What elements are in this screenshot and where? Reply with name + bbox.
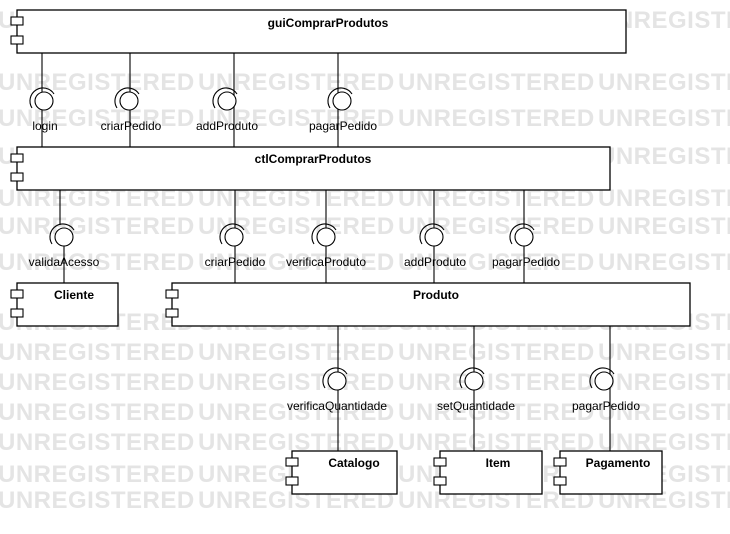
component-gui-name: guiComprarProdutos [268, 16, 389, 30]
interface-ball-validaacesso [54, 227, 74, 247]
component-cliente-name: Cliente [54, 288, 94, 302]
component-item[interactable]: Item [433, 450, 543, 495]
interface-balls [34, 91, 614, 391]
watermark-text: UNREGISTERED [598, 339, 730, 366]
component-pagamento-name: Pagamento [586, 456, 651, 470]
label-addproduto-ctl: addProduto [404, 255, 466, 269]
watermark-text: UNREGISTERED [0, 429, 195, 456]
label-verificaquantidade: verificaQuantidade [287, 399, 387, 413]
component-cliente[interactable]: Cliente [10, 282, 119, 327]
watermark-text: UNREGISTERED [598, 69, 730, 96]
watermark-text: UNREGISTERED [198, 399, 395, 426]
component-pagamento[interactable]: Pagamento [553, 450, 663, 495]
component-produto-name: Produto [413, 288, 459, 302]
watermark-text: UNREGISTERED [398, 369, 595, 396]
watermark-text: UNREGISTERED [398, 399, 595, 426]
watermark-text: UNREGISTERED [598, 369, 730, 396]
interface-ball-pagarpedido-prod [594, 371, 614, 391]
label-login: login [32, 119, 57, 133]
watermark-text: UNREGISTERED [598, 105, 730, 132]
watermark-text: UNREGISTERED [0, 369, 195, 396]
watermark-text: UNREGISTERED [0, 69, 195, 96]
watermark-text: UNREGISTERED [598, 249, 730, 276]
interface-ball-addproduto [217, 91, 237, 111]
watermark-text: UNREGISTERED [598, 213, 730, 240]
watermark-text: UNREGISTERED [398, 105, 595, 132]
watermark-text: UNREGISTERED [198, 249, 395, 276]
interface-ball-pagarpedido [332, 91, 352, 111]
watermark-text: UNREGISTERED [0, 105, 195, 132]
component-gui[interactable]: guiComprarProdutos [10, 9, 627, 54]
component-catalogo-name: Catalogo [328, 456, 379, 470]
interface-ball-criarpedido [119, 91, 139, 111]
watermark-text: UNREGISTERED [398, 339, 595, 366]
watermark-text: UNREGISTERED [0, 339, 195, 366]
watermark-text: UNREGISTERED [0, 249, 195, 276]
watermark-text: UNREGISTERED [198, 69, 395, 96]
label-verificaproduto: verificaProduto [286, 255, 366, 269]
watermark-text: UNREGISTERED [0, 461, 195, 488]
interface-ball-pagarpedido-ctl [514, 227, 534, 247]
component-item-name: Item [486, 456, 511, 470]
label-setquantidade: setQuantidade [437, 399, 515, 413]
component-catalogo[interactable]: Catalogo [285, 450, 398, 495]
label-pagarpedido-prod: pagarPedido [572, 399, 640, 413]
interface-ball-verificaproduto [316, 227, 336, 247]
label-validaacesso: validaAcesso [29, 255, 100, 269]
label-criarpedido: criarPedido [101, 119, 162, 133]
component-ctl-name: ctlComprarProdutos [255, 152, 372, 166]
watermark-text: UNREGISTERED [0, 487, 195, 514]
label-pagarpedido-ctl: pagarPedido [492, 255, 560, 269]
component-ctl[interactable]: ctlComprarProdutos [10, 146, 611, 191]
interface-ball-setquantidade [464, 371, 484, 391]
watermark-text: UNREGISTERED [598, 185, 730, 212]
watermark-text: UNREGISTERED [198, 369, 395, 396]
interface-ball-verificaquantidade [327, 371, 347, 391]
component-produto[interactable]: Produto [165, 282, 691, 327]
watermark-text: UNREGISTERED [198, 339, 395, 366]
interface-sockets [29, 87, 615, 389]
interface-ball-login [34, 91, 54, 111]
watermark-text: UNREGISTERED [398, 69, 595, 96]
watermark-text: UNREGISTERED [598, 143, 730, 170]
watermark-text: UNREGISTERED [0, 399, 195, 426]
watermark-text: UNREGISTERED [0, 213, 195, 240]
label-criarpedido-ctl: criarPedido [205, 255, 266, 269]
label-pagarpedido: pagarPedido [309, 119, 377, 133]
label-addproduto: addProduto [196, 119, 258, 133]
watermark-text: UNREGISTERED [398, 249, 595, 276]
interface-labels: login criarPedido addProduto pagarPedido… [29, 119, 641, 413]
interface-ball-addproduto-ctl [424, 227, 444, 247]
watermark-text: UNREGISTERED [598, 399, 730, 426]
interface-ball-criarpedido-ctl [224, 227, 244, 247]
